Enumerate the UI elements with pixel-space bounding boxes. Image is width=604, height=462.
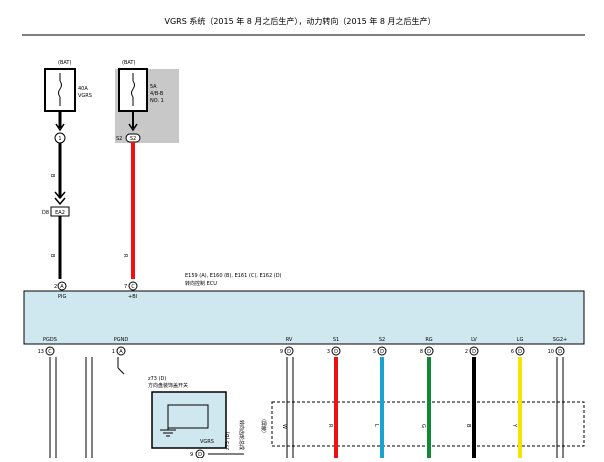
sig-label-l: L: [373, 424, 379, 427]
fuse-right-name2: NO. 1: [150, 98, 164, 104]
fuse-right-rating: 5A: [150, 84, 157, 90]
fuse-left-name: VGRS: [78, 93, 92, 99]
ecu-pin-bi: [128, 281, 138, 291]
sig-label-y: Y: [511, 423, 517, 428]
ecu-pin-connector: [469, 346, 479, 356]
ecu-label-bi: +BI: [128, 294, 137, 300]
ecu-pin-connector: [555, 346, 565, 356]
ecu-pin-label: RG: [425, 337, 432, 343]
fuse-right-pin-label: S2: [116, 136, 122, 142]
ecu-pin-letter: D: [518, 349, 522, 355]
ecu-pin-letter: A: [119, 349, 123, 355]
ecu-pin-letter: D: [334, 349, 338, 355]
ecu-pin-label: S2: [379, 337, 385, 343]
ecu-pin-label: PGDS: [43, 337, 57, 343]
ecu-pin-connector: [377, 346, 387, 356]
wire-label-b2: B: [49, 254, 55, 258]
terminal-arrow-icon: [128, 123, 138, 132]
ecu-pin-number: 3: [327, 349, 330, 355]
switch-side-label: 转向齿轮总成: [238, 420, 245, 450]
svg-text:7: 7: [124, 284, 127, 290]
ecu-label-pig: PIG: [58, 294, 66, 300]
ecu-pin-pig: [57, 281, 67, 291]
steering-control-ecu: [23, 290, 585, 345]
ecu-connectors: E159 (A), E160 (B), E161 (C), E162 (D): [185, 273, 282, 279]
ecu-pin-connector: [284, 346, 294, 356]
fuse-symbol-icon: [131, 80, 135, 98]
svg-text:EA2: EA2: [55, 210, 65, 216]
svg-text:9: 9: [190, 452, 193, 458]
diagram-title: VGRS 系统（2015 年 8 月之后生产），动力转向（2015 年 8 月之…: [164, 16, 435, 26]
fuse-left-rating: 40A: [78, 86, 88, 92]
switch-name: 方向盘装饰盖开关: [148, 382, 188, 389]
ecu-pin-number: 1: [112, 349, 115, 355]
fuse-right-supply: (BAT): [122, 60, 135, 66]
sig-label-w: W: [281, 424, 287, 429]
ecu-pin-letter: D: [380, 349, 384, 355]
ecu-pin-label: PGND: [114, 337, 129, 343]
ecu-pin-label: LG: [517, 337, 524, 343]
ecu-pin-connector: [424, 346, 434, 356]
ecu-pin-letter: D: [287, 349, 291, 355]
connector-arrow-icon: [54, 191, 66, 200]
svg-text:S2: S2: [130, 136, 136, 142]
ecu-pin-connector: [331, 346, 341, 356]
ecu-pin-number: 13: [38, 349, 44, 355]
ecu-pin-connector: [116, 346, 126, 356]
switch-ref: z73 (D): [148, 376, 166, 382]
fuse-symbol-icon: [58, 80, 62, 98]
ecu-pin-label: LV: [471, 337, 477, 343]
sig-label-g: G: [420, 424, 426, 428]
ecu-pin-number: 2: [465, 349, 468, 355]
ecu-pin-connector: [515, 346, 525, 356]
svg-text:1: 1: [58, 136, 61, 142]
ecu-pin-label: SG2+: [553, 337, 567, 343]
sig-label-b: B: [465, 424, 471, 428]
ecu-pin-letter: D: [558, 349, 562, 355]
ecu-pin-number: 9: [280, 349, 283, 355]
fuse-left-supply: (BAT): [58, 60, 71, 66]
steering-wheel-cover-switch: [151, 391, 227, 449]
svg-text:D: D: [198, 452, 202, 458]
ecu-pin-letter: C: [48, 349, 52, 355]
ecu-pin-connector: [45, 346, 55, 356]
ea2-side-label: D8: [42, 210, 49, 216]
ecu-pin-label: RV: [286, 337, 293, 343]
fuse-right-name: 4/B-B: [150, 91, 164, 97]
svg-text:C: C: [131, 284, 135, 290]
sig-label-r: R: [327, 424, 333, 428]
ecu-pin-number: 5: [373, 349, 376, 355]
ecu-pin-letter: D: [472, 349, 476, 355]
ecu-pin-number: 8: [420, 349, 423, 355]
wire-label-r: R: [122, 254, 128, 258]
terminal-arrow-icon: [55, 123, 65, 132]
switch-pin-label: VGRS: [200, 439, 214, 445]
svg-text:A: A: [60, 284, 64, 290]
ecu-pin-label: S1: [333, 337, 339, 343]
ecu-pin-letter: D: [427, 349, 431, 355]
ecu-pin-number: 10: [548, 349, 554, 355]
wire-label-b1: B: [49, 174, 55, 178]
ecu-pin-number: 6: [511, 349, 514, 355]
ecu-name: 转向控制 ECU: [185, 280, 217, 287]
svg-text:2: 2: [54, 284, 57, 290]
switch-bottom-ref: z73 (D): [225, 432, 231, 450]
shield-label: （屏蔽）: [260, 416, 267, 436]
